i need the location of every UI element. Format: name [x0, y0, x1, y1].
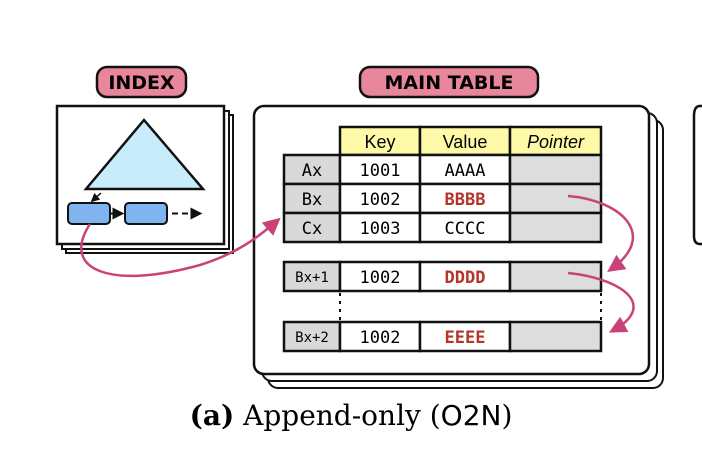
caption-prefix: (a): [190, 399, 235, 432]
table-header: Key Value Pointer: [338, 125, 603, 157]
bx-to-bx1-arrow: [567, 194, 635, 273]
bx1-to-bx2-arrow: [567, 271, 635, 333]
table-row: Bx+2 1002 EEEE: [282, 320, 603, 353]
header-value: Value: [443, 132, 488, 152]
header-key: Key: [364, 132, 395, 152]
figure-caption: (a) Append-only (O2N): [190, 399, 513, 432]
column-continuation: [339, 293, 602, 322]
index-label: INDEX: [95, 65, 188, 99]
table-row: Ax 1001 AAAA: [282, 153, 603, 186]
row-id: Ax: [302, 161, 322, 181]
next-panel-edge: [692, 104, 702, 246]
index-panel: [55, 104, 234, 254]
table-row: Bx 1002 BBBB: [282, 182, 603, 215]
main-table-label-text: MAIN TABLE: [385, 72, 514, 94]
row-key: 1002: [360, 328, 401, 348]
row-key: 1002: [360, 268, 401, 288]
leaf-node-2: [124, 202, 168, 225]
row-id: Bx: [302, 190, 322, 210]
caption-suffix: ): [501, 399, 512, 432]
btree-triangle: [83, 118, 206, 191]
row-key: 1002: [360, 190, 401, 210]
row-id: Bx+2: [295, 330, 329, 346]
row-id: Bx+1: [295, 270, 329, 286]
row-value: DDDD: [445, 268, 486, 288]
row-value: AAAA: [445, 161, 486, 181]
header-pointer: Pointer: [527, 132, 585, 152]
index-to-bx-arrow: [80, 217, 281, 278]
caption-text: Append-only (: [242, 399, 441, 432]
row-key: 1003: [360, 219, 401, 239]
row-value: EEEE: [445, 328, 486, 348]
row-id: Cx: [302, 219, 322, 239]
row-value: BBBB: [445, 190, 486, 210]
caption-mono: O2N: [441, 399, 502, 432]
table-row: Cx 1003 CCCC: [282, 211, 603, 244]
leaf-node-1: [67, 202, 111, 225]
index-label-text: INDEX: [108, 72, 175, 94]
row-key: 1001: [360, 161, 401, 181]
main-table-label: MAIN TABLE: [358, 65, 540, 99]
row-value: CCCC: [445, 219, 486, 239]
table-row: Bx+1 1002 DDDD: [282, 260, 603, 293]
